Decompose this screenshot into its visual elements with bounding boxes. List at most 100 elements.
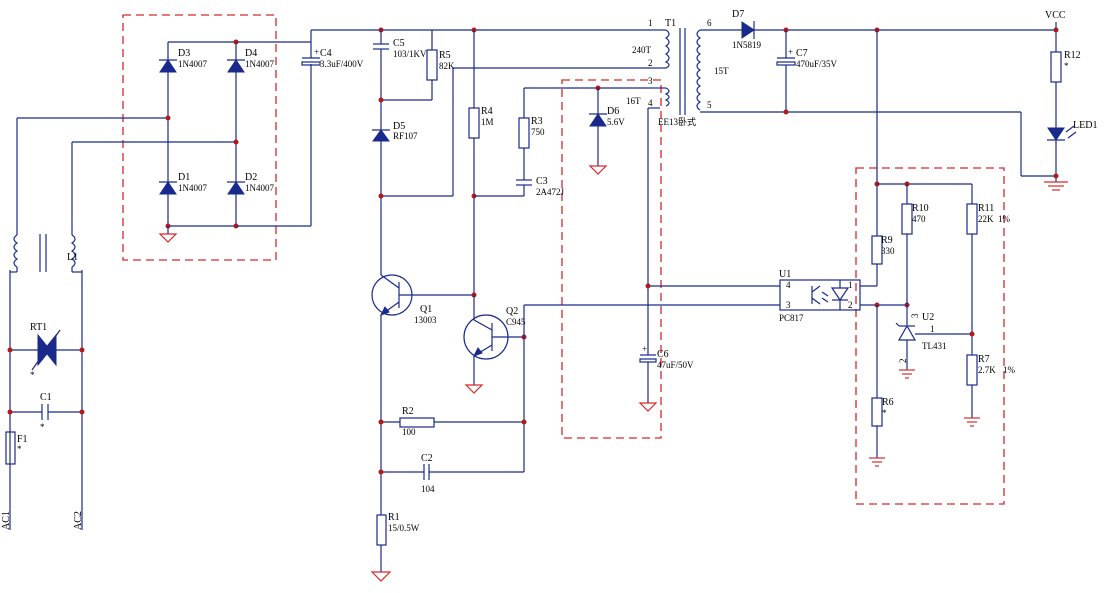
u2-pin1: 1 [930, 324, 935, 334]
u1-value: PC817 [779, 313, 804, 323]
c5-value: 103/1KV [393, 49, 427, 59]
fuse-f1 [5, 431, 16, 465]
r1-label: R1 [388, 512, 400, 523]
q1-value: 13003 [414, 315, 437, 325]
ground-output [1044, 181, 1068, 191]
r6-label: R6 [882, 397, 894, 408]
capacitor-c4 [301, 57, 321, 66]
r11-tolerance: 1% [998, 214, 1011, 224]
r4-label: R4 [481, 106, 493, 117]
c2-label: C2 [421, 453, 433, 464]
turns-15: 15T [714, 66, 729, 76]
choke-l1 [10, 118, 82, 273]
u2-pin3: 3 [910, 313, 920, 318]
led1-label: LED1 [1073, 120, 1097, 131]
r3-label: R3 [531, 116, 543, 127]
diode-d3 [159, 59, 177, 73]
r7-value: 2.7K [978, 365, 996, 375]
d6-label: D6 [607, 106, 619, 117]
thermistor-rt1 [10, 329, 82, 371]
u1-pin1: 1 [848, 280, 853, 290]
t1-type: EE13卧式 [658, 116, 696, 127]
r5-label: R5 [439, 50, 451, 61]
zener-d6 [588, 88, 608, 175]
resistor-r5 [426, 49, 438, 81]
c3-value: 2A472J [536, 187, 564, 197]
pin-1: 1 [648, 18, 653, 28]
c3-label: C3 [536, 176, 548, 187]
pin-6: 6 [707, 18, 712, 28]
r10-label: R10 [912, 203, 929, 214]
diode-d5 [372, 129, 390, 142]
q1-label: Q1 [420, 304, 432, 315]
d3-value: 1N4007 [178, 59, 207, 69]
rt1-star: * [30, 370, 35, 380]
svg-text:+: + [788, 47, 793, 57]
u2-label: U2 [922, 312, 934, 323]
diode-d1 [159, 181, 177, 195]
pin-2: 2 [648, 58, 653, 68]
diode-d2 [227, 181, 245, 195]
d6-value: 5.6V [607, 117, 625, 127]
d5-label: D5 [393, 121, 405, 132]
r6-value: * [882, 408, 887, 418]
pin-3: 3 [648, 76, 653, 86]
d4-label: D4 [245, 48, 257, 59]
resistor-r1 [376, 514, 387, 546]
transistor-q2 [463, 295, 524, 394]
r7-label: R7 [978, 354, 990, 365]
c4-value: 3.3uF/400V [320, 59, 364, 69]
rectifier-box [122, 14, 277, 261]
u1-label: U1 [779, 269, 791, 280]
t1-label: T1 [665, 18, 676, 29]
r12-label: R12 [1064, 50, 1081, 61]
shunt-regulator-u2 [895, 305, 972, 379]
c2-value: 104 [421, 484, 435, 494]
d3-label: D3 [178, 48, 190, 59]
c5-label: C5 [393, 38, 405, 49]
r11-value: 22K [978, 214, 994, 224]
d1-label: D1 [178, 172, 190, 183]
q2-value: C945 [506, 317, 526, 327]
u1-pin4: 4 [786, 280, 791, 290]
c7-label: C7 [796, 48, 808, 59]
d2-value: 1N4007 [245, 183, 274, 193]
capacitor-c1 [10, 404, 82, 420]
r5-value: 82K [439, 61, 455, 71]
vcc-label: VCC [1045, 10, 1066, 21]
diode-d7 [741, 21, 755, 39]
svg-text:+: + [314, 47, 319, 57]
r2-value: 100 [402, 427, 416, 437]
u2-pin2: 2 [898, 359, 908, 364]
ac2-label: AC2 [73, 511, 84, 530]
r4-value: 1M [481, 117, 494, 127]
r10-value: 470 [912, 214, 926, 224]
resistor-r6 [871, 397, 883, 427]
r11-label: R11 [978, 203, 994, 214]
c6-value: 47uF/50V [657, 360, 694, 370]
r2-label: R2 [402, 406, 414, 417]
r9-label: R9 [881, 235, 893, 246]
r3-value: 750 [531, 127, 545, 137]
c4-label: C4 [320, 48, 332, 59]
d2-label: D2 [245, 172, 257, 183]
d1-value: 1N4007 [178, 183, 207, 193]
transformer-t1 [651, 28, 702, 115]
turns-16: 16T [626, 96, 641, 106]
pin-4: 4 [648, 98, 653, 108]
resistor-r11 [966, 203, 978, 235]
resistor-r3 [518, 117, 530, 149]
c6-label: C6 [657, 349, 669, 360]
d7-value: 1N5819 [732, 40, 761, 50]
l1-label: L1 [67, 252, 78, 263]
turns-240: 240T [632, 45, 652, 55]
u1-pin2: 2 [848, 300, 853, 310]
resistor-r4 [468, 107, 480, 139]
resistor-r7 [966, 354, 978, 386]
resistor-r12 [1050, 51, 1062, 83]
f1-label: F1 [17, 434, 28, 445]
d5-value: RF107 [393, 131, 418, 141]
d7-label: D7 [732, 9, 744, 20]
c1-star: * [40, 422, 45, 432]
